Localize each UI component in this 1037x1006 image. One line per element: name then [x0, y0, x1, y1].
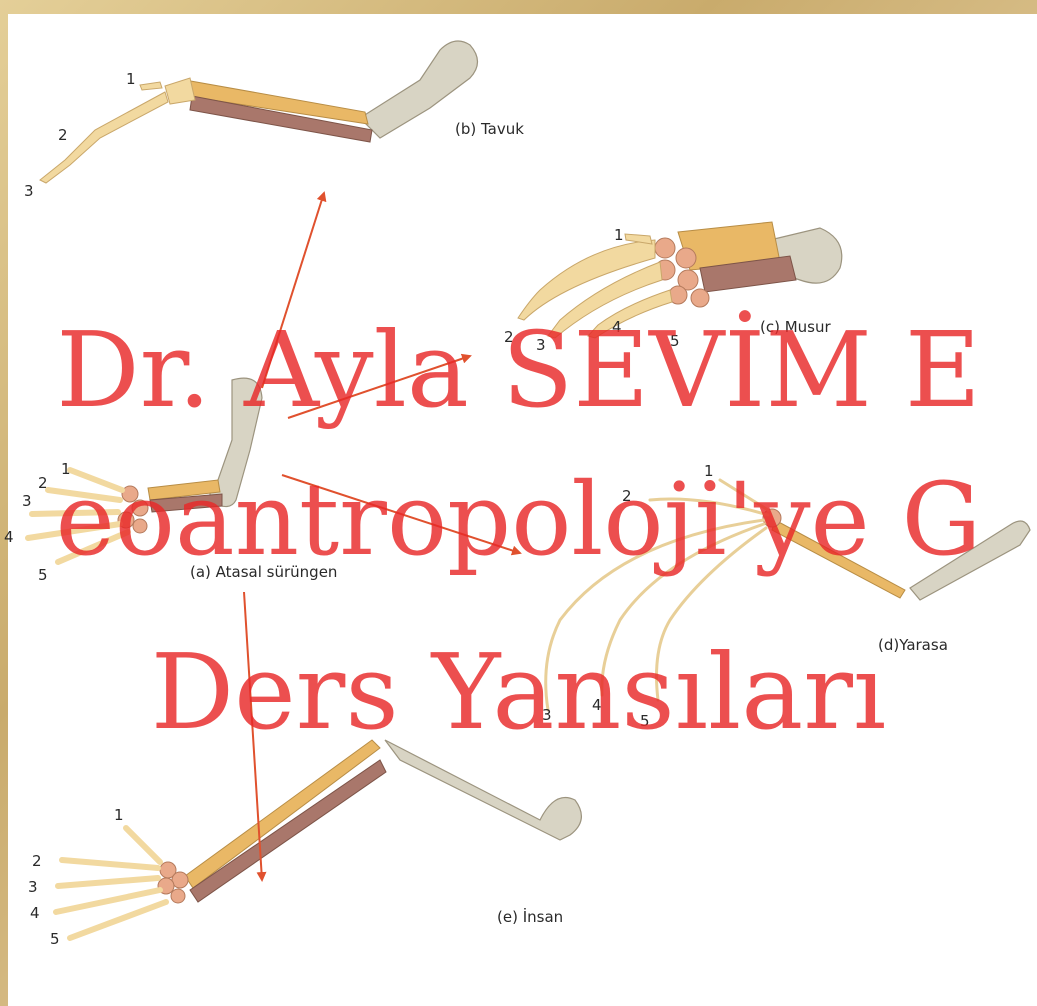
digit-label: 1	[114, 806, 124, 824]
watermark-line-2: eoantropoloji'ye G	[0, 470, 1037, 570]
watermark-line-1: Dr. Ayla SEVİM E	[0, 318, 1037, 422]
digit-label: 1	[126, 70, 136, 88]
digit-label: 5	[50, 930, 60, 948]
digit-label: 3	[24, 182, 34, 200]
label-insan: (e) İnsan	[497, 908, 563, 926]
digit-label: 1	[614, 226, 624, 244]
chicken-wing-skeleton	[40, 41, 478, 183]
digit-label: 2	[58, 126, 68, 144]
digit-label: 3	[28, 878, 38, 896]
label-tavuk: (b) Tavuk	[455, 120, 524, 138]
digit-label: 2	[32, 852, 42, 870]
digit-label: 4	[30, 904, 40, 922]
watermark-line-3: Ders Yansıları	[0, 640, 1037, 744]
